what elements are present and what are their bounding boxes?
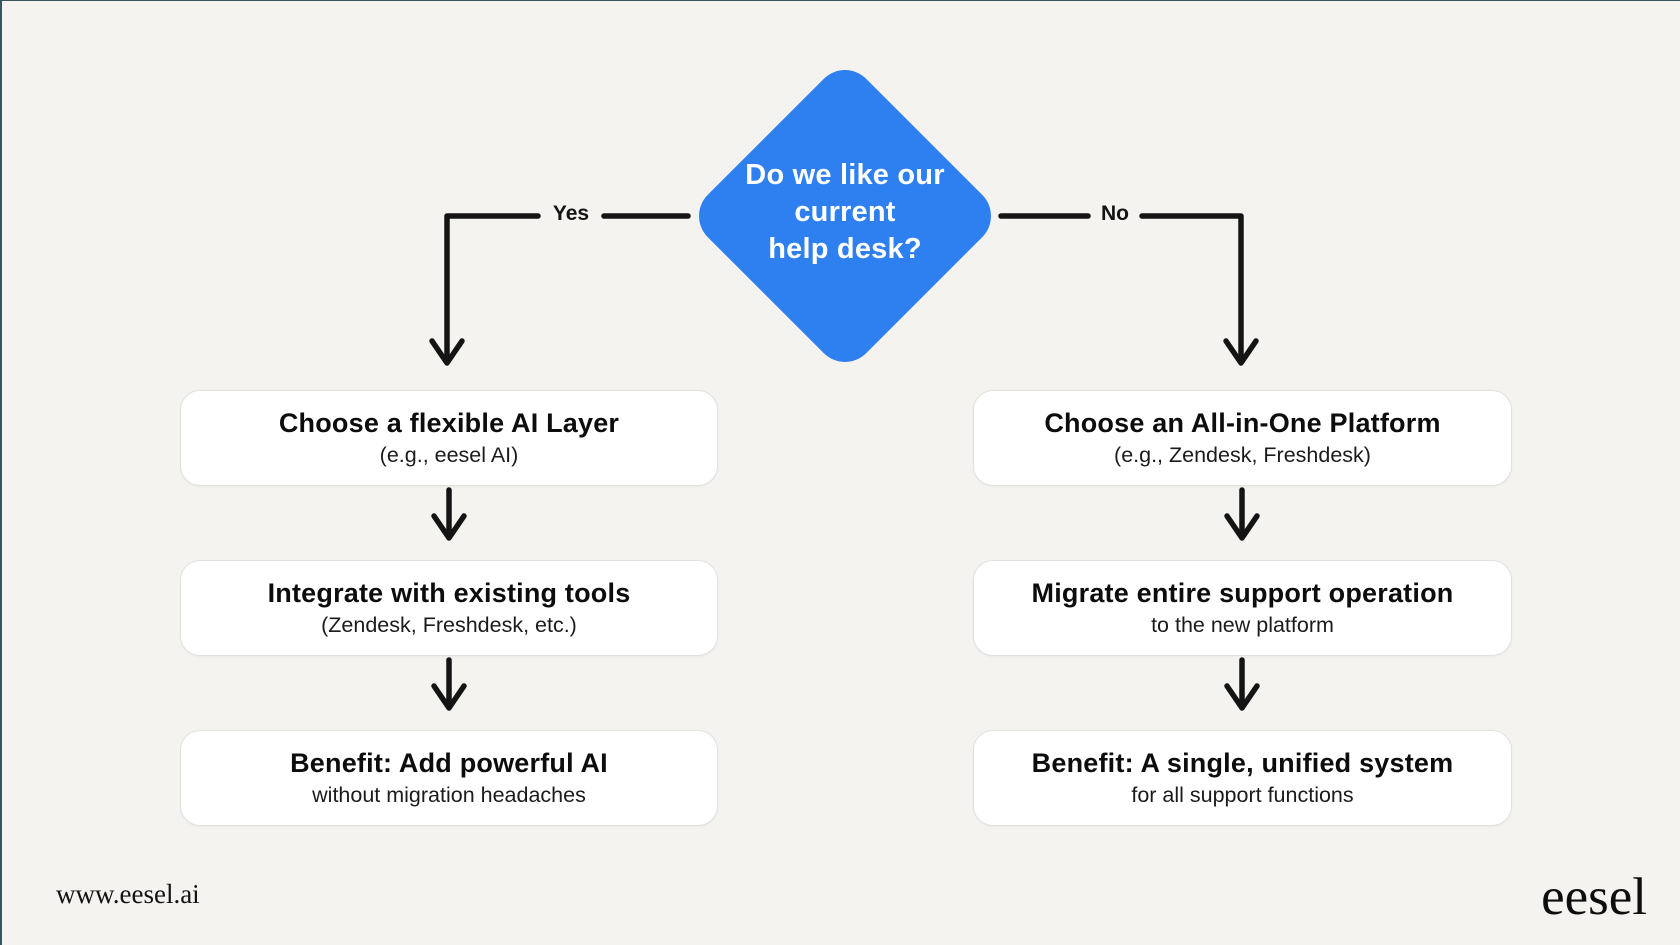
step-subtitle: to the new platform bbox=[1151, 613, 1334, 637]
yes-branch-connector bbox=[429, 213, 691, 366]
step-title: Benefit: A single, unified system bbox=[1031, 748, 1454, 778]
branch-label-yes: Yes bbox=[552, 202, 590, 225]
step-subtitle: (e.g., eesel AI) bbox=[379, 443, 519, 467]
branch-label-no: No bbox=[1101, 202, 1129, 225]
arrowhead-icon bbox=[1224, 513, 1260, 541]
step-title: Integrate with existing tools bbox=[267, 578, 631, 608]
no-step-2-box: Migrate entire support operation to the … bbox=[973, 560, 1512, 656]
decision-diamond-question: Do we like our current help desk? bbox=[685, 157, 1005, 268]
step-subtitle: (e.g., Zendesk, Freshdesk) bbox=[1114, 443, 1371, 467]
yes-step-1-box: Choose a flexible AI Layer (e.g., eesel … bbox=[180, 390, 718, 486]
yes-step1-to-step2-arrow bbox=[431, 487, 467, 541]
no-step-3-box: Benefit: A single, unified system for al… bbox=[973, 730, 1512, 826]
step-title: Benefit: Add powerful AI bbox=[290, 748, 608, 778]
step-title: Choose an All-in-One Platform bbox=[1044, 408, 1441, 438]
step-subtitle: (Zendesk, Freshdesk, etc.) bbox=[321, 613, 577, 637]
no-step2-to-step3-arrow bbox=[1224, 657, 1260, 711]
diamond-question-line: Do we like our bbox=[745, 159, 945, 191]
diamond-question-line: current bbox=[794, 196, 896, 228]
no-step1-to-step2-arrow bbox=[1224, 487, 1260, 541]
website-url: www.eesel.ai bbox=[56, 879, 200, 909]
arrowhead-icon bbox=[1223, 338, 1259, 366]
step-subtitle: without migration headaches bbox=[312, 783, 586, 807]
no-step-1-box: Choose an All-in-One Platform (e.g., Zen… bbox=[973, 390, 1512, 486]
diamond-question-line: help desk? bbox=[768, 233, 922, 265]
arrowhead-icon bbox=[429, 338, 465, 366]
no-branch-connector bbox=[998, 213, 1259, 366]
yes-step-3-box: Benefit: Add powerful AI without migrati… bbox=[180, 730, 718, 826]
arrowhead-icon bbox=[431, 683, 467, 711]
arrowhead-icon bbox=[1224, 683, 1260, 711]
arrowhead-icon bbox=[431, 513, 467, 541]
step-title: Migrate entire support operation bbox=[1031, 578, 1454, 608]
step-title: Choose a flexible AI Layer bbox=[278, 408, 620, 438]
yes-step-2-box: Integrate with existing tools (Zendesk, … bbox=[180, 560, 718, 656]
eesel-logo: eesel bbox=[1541, 868, 1647, 926]
yes-step2-to-step3-arrow bbox=[431, 657, 467, 711]
step-subtitle: for all support functions bbox=[1131, 783, 1354, 807]
